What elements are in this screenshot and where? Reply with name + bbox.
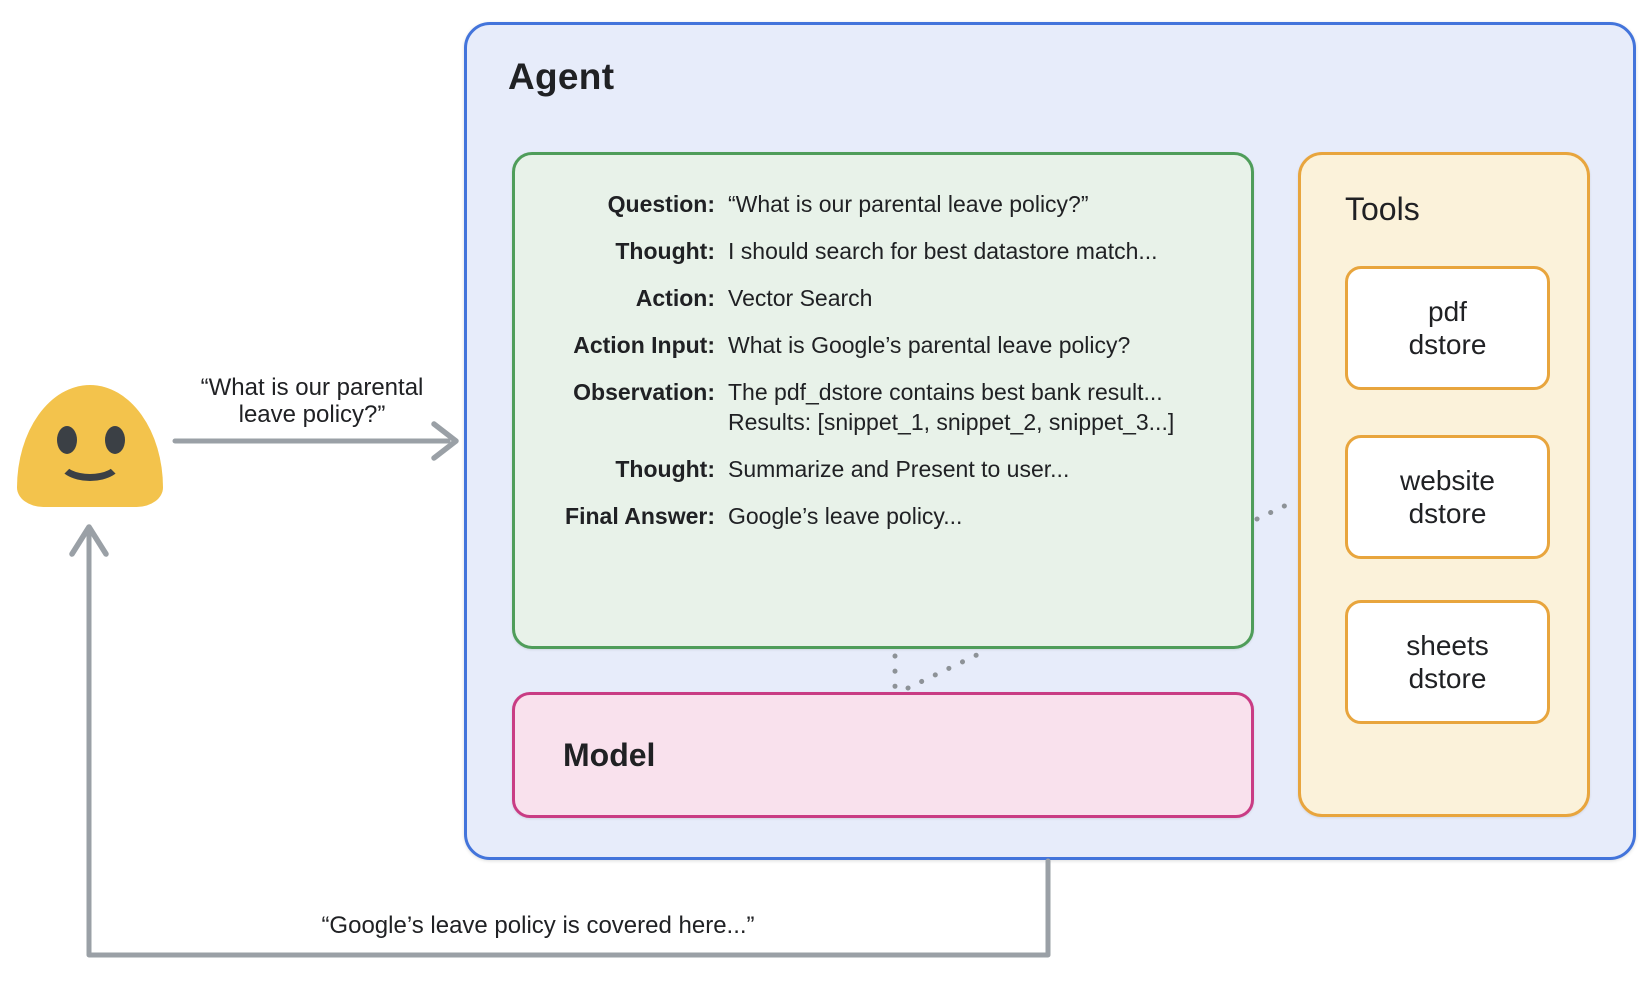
agent-response-label: “Google’s leave policy is covered here..… bbox=[321, 912, 755, 939]
model-box: Model bbox=[512, 692, 1254, 818]
tool-label-line2: dstore bbox=[1408, 329, 1487, 360]
row-label: Question: bbox=[607, 191, 715, 217]
row-value: What is Google’s parental leave policy? bbox=[728, 332, 1131, 358]
tool-pdf-dstore: pdf dstore bbox=[1345, 266, 1550, 390]
scratchpad-row-action: Action: Vector Search bbox=[515, 283, 1251, 313]
tool-label-line1: pdf bbox=[1428, 296, 1467, 327]
row-value: The pdf_dstore contains best bank result… bbox=[728, 377, 1174, 437]
row-label: Thought: bbox=[615, 238, 715, 264]
tool-label-line1: website bbox=[1400, 465, 1495, 496]
scratchpad-row-question: Question: “What is our parental leave po… bbox=[515, 189, 1251, 219]
response-arrowhead-icon bbox=[69, 524, 109, 557]
scratchpad-rows: Question: “What is our parental leave po… bbox=[515, 189, 1251, 548]
observation-line-2: Results: [snippet_1, snippet_2, snippet_… bbox=[728, 409, 1175, 435]
row-value: Google’s leave policy... bbox=[728, 503, 963, 529]
scratchpad-row-final-answer: Final Answer: Google’s leave policy... bbox=[515, 501, 1251, 531]
tools-box: Tools pdf dstore website dstore sheets d… bbox=[1298, 152, 1590, 817]
row-label: Observation: bbox=[573, 379, 715, 405]
row-label: Action: bbox=[635, 285, 715, 311]
row-value: Summarize and Present to user... bbox=[728, 456, 1070, 482]
request-line-1: “What is our parental bbox=[200, 374, 424, 401]
tool-label-line1: sheets bbox=[1406, 630, 1489, 661]
tool-website-dstore: website dstore bbox=[1345, 435, 1550, 559]
row-label: Thought: bbox=[615, 456, 715, 482]
scratchpad-box: Question: “What is our parental leave po… bbox=[512, 152, 1254, 649]
user-smiley-emoji-icon bbox=[17, 385, 163, 507]
tool-label-line2: dstore bbox=[1408, 498, 1487, 529]
tool-label-line2: dstore bbox=[1408, 663, 1487, 694]
scratchpad-row-thought-1: Thought: I should search for best datast… bbox=[515, 236, 1251, 266]
model-title: Model bbox=[563, 736, 656, 773]
row-label: Action Input: bbox=[573, 332, 715, 358]
tool-sheets-dstore: sheets dstore bbox=[1345, 600, 1550, 724]
scratchpad-row-action-input: Action Input: What is Google’s parental … bbox=[515, 330, 1251, 360]
row-value: I should search for best datastore match… bbox=[728, 238, 1158, 264]
emoji-smile bbox=[57, 441, 123, 481]
request-line-2: leave policy?” bbox=[238, 401, 386, 428]
row-label: Final Answer: bbox=[565, 503, 715, 529]
row-value: “What is our parental leave policy?” bbox=[728, 191, 1089, 217]
scratchpad-row-observation: Observation: The pdf_dstore contains bes… bbox=[515, 377, 1251, 437]
scratchpad-row-thought-2: Thought: Summarize and Present to user..… bbox=[515, 454, 1251, 484]
user-request-label: “What is our parental leave policy?” bbox=[167, 374, 457, 428]
request-arrowhead-icon bbox=[431, 421, 459, 461]
agent-title: Agent bbox=[508, 56, 615, 97]
observation-line-1: The pdf_dstore contains best bank result… bbox=[728, 379, 1163, 405]
row-value: Vector Search bbox=[728, 285, 873, 311]
tools-title: Tools bbox=[1345, 191, 1420, 227]
